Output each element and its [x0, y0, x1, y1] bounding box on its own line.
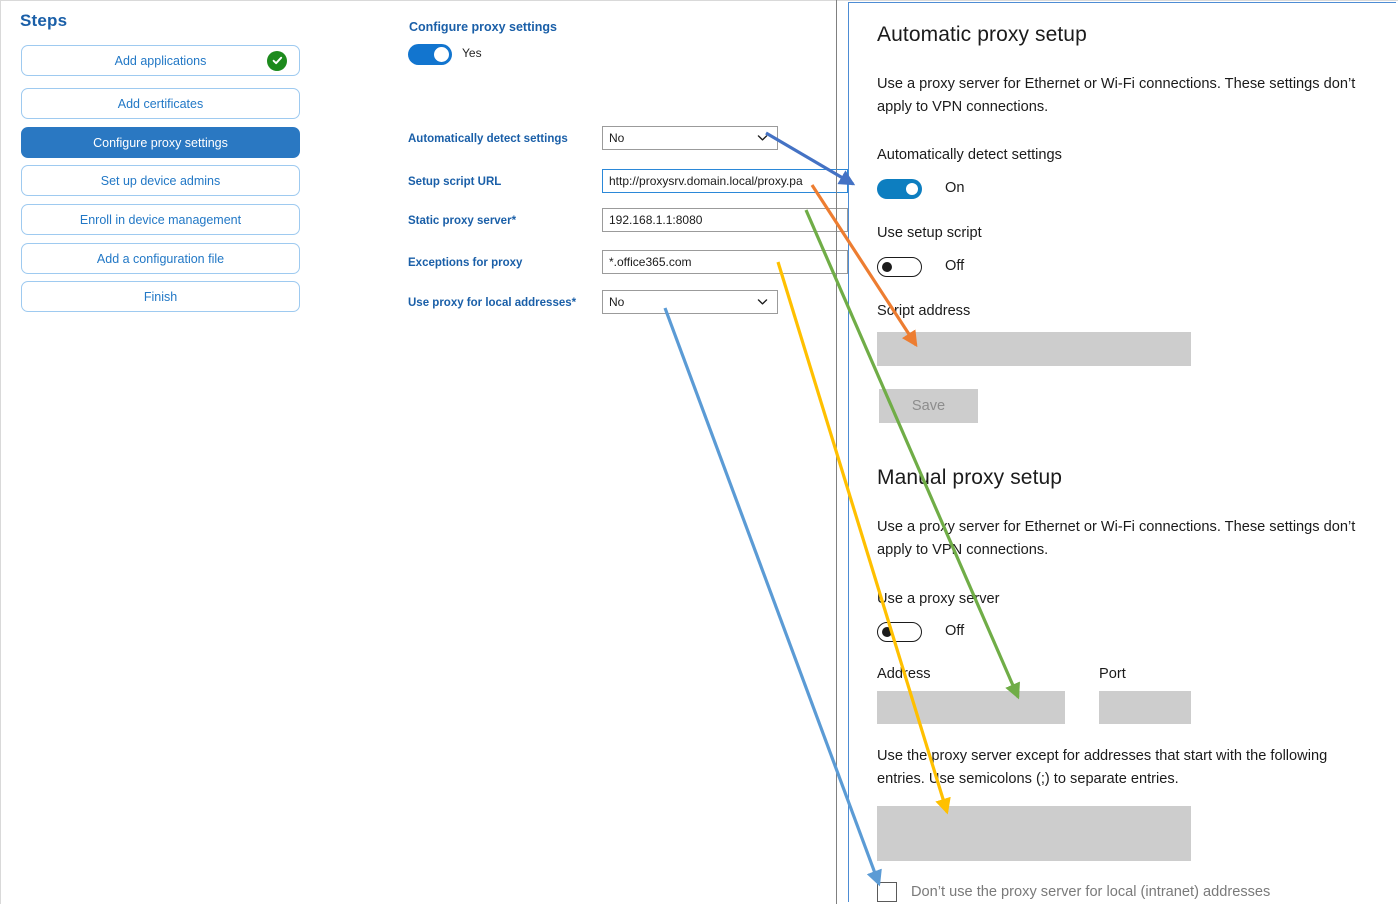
automatic-proxy-setup-heading: Automatic proxy setup [877, 23, 1087, 46]
manual-proxy-setup-description: Use a proxy server for Ethernet or Wi-Fi… [877, 519, 1356, 558]
toggle-knob [882, 262, 892, 272]
select-value: No [609, 295, 625, 309]
label-use-proxy-for-local-addresses: Use proxy for local addresses* [408, 297, 577, 309]
use-setup-script-toggle[interactable] [877, 257, 922, 277]
panel-divider [836, 0, 837, 904]
proxy-form-panel: Configure proxy settings Yes Automatical… [330, 0, 848, 904]
exceptions-description: Use the proxy server except for addresse… [877, 748, 1328, 787]
step-label: Add certificates [117, 96, 204, 111]
address-label: Address [877, 666, 931, 682]
select-value: No [609, 131, 625, 145]
toggle-knob [882, 627, 892, 637]
use-a-proxy-server-label: Use a proxy server [877, 591, 1000, 607]
use-setup-script-label: Use setup script [877, 225, 982, 241]
script-address-input[interactable] [877, 332, 1191, 366]
step-label: Add applications [114, 53, 207, 68]
chevron-down-icon [757, 297, 768, 308]
step-label: Configure proxy settings [93, 135, 228, 150]
label-static-proxy-server: Static proxy server* [408, 215, 517, 227]
input-exceptions-for-proxy[interactable]: *.office365.com [602, 250, 848, 274]
check-circle-icon [267, 50, 287, 71]
use-setup-script-state: Off [945, 258, 965, 274]
step-label: Finish [143, 289, 178, 304]
chevron-down-icon [757, 133, 768, 144]
select-automatically-detect-settings[interactable]: No [602, 126, 778, 150]
step-label: Set up device admins [100, 173, 221, 188]
step-item-add-a-configuration-file[interactable]: Add a configuration file [21, 243, 300, 274]
automatically-detect-settings-toggle[interactable] [877, 179, 922, 199]
bypass-local-checkbox[interactable] [877, 882, 897, 902]
required-marker: * [571, 297, 577, 309]
port-label: Port [1099, 666, 1126, 682]
step-item-enroll-in-device-management[interactable]: Enroll in device management [21, 204, 300, 235]
steps-panel: Steps Add applications Add certificates … [0, 0, 330, 904]
input-static-proxy-server[interactable]: 192.168.1.1:8080 [602, 208, 848, 232]
automatically-detect-settings-state: On [945, 180, 965, 196]
bypass-local-checkbox-label: Don’t use the proxy server for local (in… [911, 884, 1271, 900]
step-item-set-up-device-admins[interactable]: Set up device admins [21, 165, 300, 196]
configure-proxy-settings-toggle[interactable] [408, 44, 452, 65]
automatically-detect-settings-label: Automatically detect settings [877, 147, 1062, 163]
windows-proxy-settings-pane: Automatic proxy setup Use a proxy server… [848, 2, 1396, 902]
input-value: *.office365.com [609, 255, 692, 269]
step-item-add-applications[interactable]: Add applications [21, 45, 300, 76]
manual-proxy-setup-heading: Manual proxy setup [877, 466, 1063, 489]
script-address-label: Script address [877, 303, 971, 319]
input-value: http://proxysrv.domain.local/proxy.pa [609, 174, 803, 188]
step-label: Enroll in device management [79, 212, 242, 227]
label-setup-script-url: Setup script URL [408, 176, 502, 188]
step-label: Add a configuration file [96, 251, 225, 266]
required-marker: * [511, 215, 517, 227]
step-item-configure-proxy-settings[interactable]: Configure proxy settings [21, 127, 300, 158]
exceptions-input[interactable] [877, 806, 1191, 861]
use-a-proxy-server-state: Off [945, 623, 965, 639]
save-button[interactable]: Save [879, 389, 978, 423]
step-item-add-certificates[interactable]: Add certificates [21, 88, 300, 119]
address-input[interactable] [877, 691, 1065, 724]
input-value: 192.168.1.1:8080 [609, 213, 703, 227]
steps-panel-title: Steps [20, 11, 68, 30]
input-setup-script-url[interactable]: http://proxysrv.domain.local/proxy.pa [602, 169, 848, 193]
form-title: Configure proxy settings [409, 20, 557, 34]
toggle-knob [434, 47, 449, 62]
port-input[interactable] [1099, 691, 1191, 724]
label-automatically-detect-settings: Automatically detect settings [408, 133, 568, 145]
automatic-proxy-setup-description: Use a proxy server for Ethernet or Wi-Fi… [877, 76, 1356, 115]
label-exceptions-for-proxy: Exceptions for proxy [408, 257, 523, 269]
toggle-knob [906, 183, 918, 195]
select-use-proxy-for-local-addresses[interactable]: No [602, 290, 778, 314]
configure-proxy-settings-toggle-value: Yes [462, 46, 482, 60]
step-item-finish[interactable]: Finish [21, 281, 300, 312]
use-a-proxy-server-toggle[interactable] [877, 622, 922, 642]
